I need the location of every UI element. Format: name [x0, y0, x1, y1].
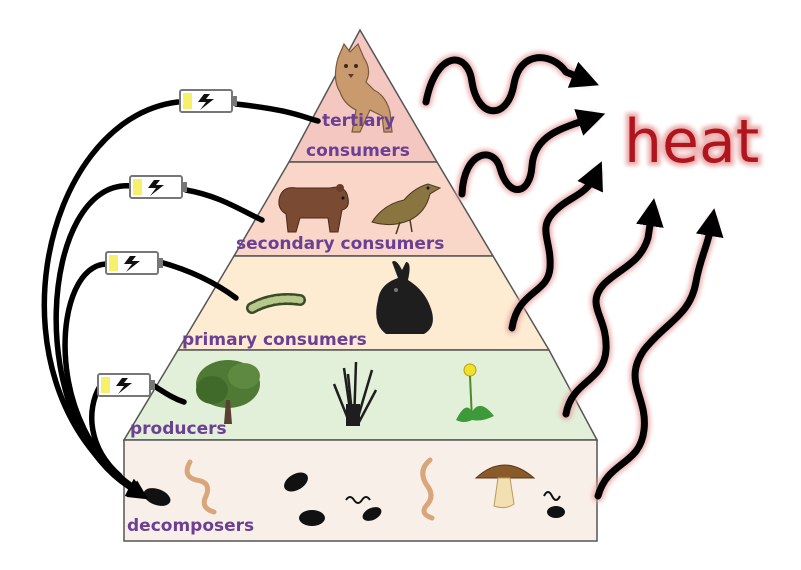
- bird-icon: [371, 183, 442, 235]
- label-tertiary-line1: tertiary: [322, 111, 395, 131]
- battery-icon: [97, 89, 237, 397]
- caterpillar-icon: [246, 293, 306, 314]
- rabbit-icon: [376, 261, 433, 334]
- bear-icon: [278, 184, 349, 233]
- heat-label-glow: heat: [624, 107, 759, 177]
- energy-arrow-primary: [157, 259, 239, 301]
- lightning-icon: [198, 94, 214, 110]
- heat-arrow-producers: [562, 198, 664, 418]
- label-secondary: secondary consumers: [236, 234, 444, 254]
- bacteria-icon: [143, 472, 565, 526]
- grass-icon: [332, 361, 378, 426]
- pyramid: [122, 28, 599, 542]
- label-decomposers: decomposers: [127, 516, 254, 536]
- mountain-lion-icon: [334, 42, 393, 133]
- heat-label: heat: [624, 107, 759, 177]
- energy-arrow-secondary: [183, 187, 265, 223]
- decomposer-arrow-4: [89, 383, 123, 479]
- decomposer-arrow-2: [53, 183, 147, 497]
- tree-icon: [196, 360, 260, 424]
- heat-arrows: [420, 51, 724, 502]
- heat-arrow-tertiary: [422, 54, 599, 115]
- label-tertiary-line2: consumers: [306, 141, 410, 161]
- energy-transfer-arrows: [41, 99, 321, 500]
- heat-label-group: heat heat: [621, 104, 763, 181]
- label-producers: producers: [130, 419, 227, 439]
- heat-arrow-decomposers: [594, 208, 724, 500]
- mushroom-icon: [474, 464, 536, 509]
- heat-arrow-secondary: [458, 109, 606, 198]
- dandelion-icon: [456, 363, 494, 422]
- energy-arrow-tertiary: [233, 101, 321, 124]
- tier-labels: tertiary consumers secondary consumers p…: [127, 111, 444, 536]
- worm-icon: [184, 457, 435, 521]
- label-primary: primary consumers: [182, 330, 367, 350]
- heat-arrow-primary: [508, 161, 603, 332]
